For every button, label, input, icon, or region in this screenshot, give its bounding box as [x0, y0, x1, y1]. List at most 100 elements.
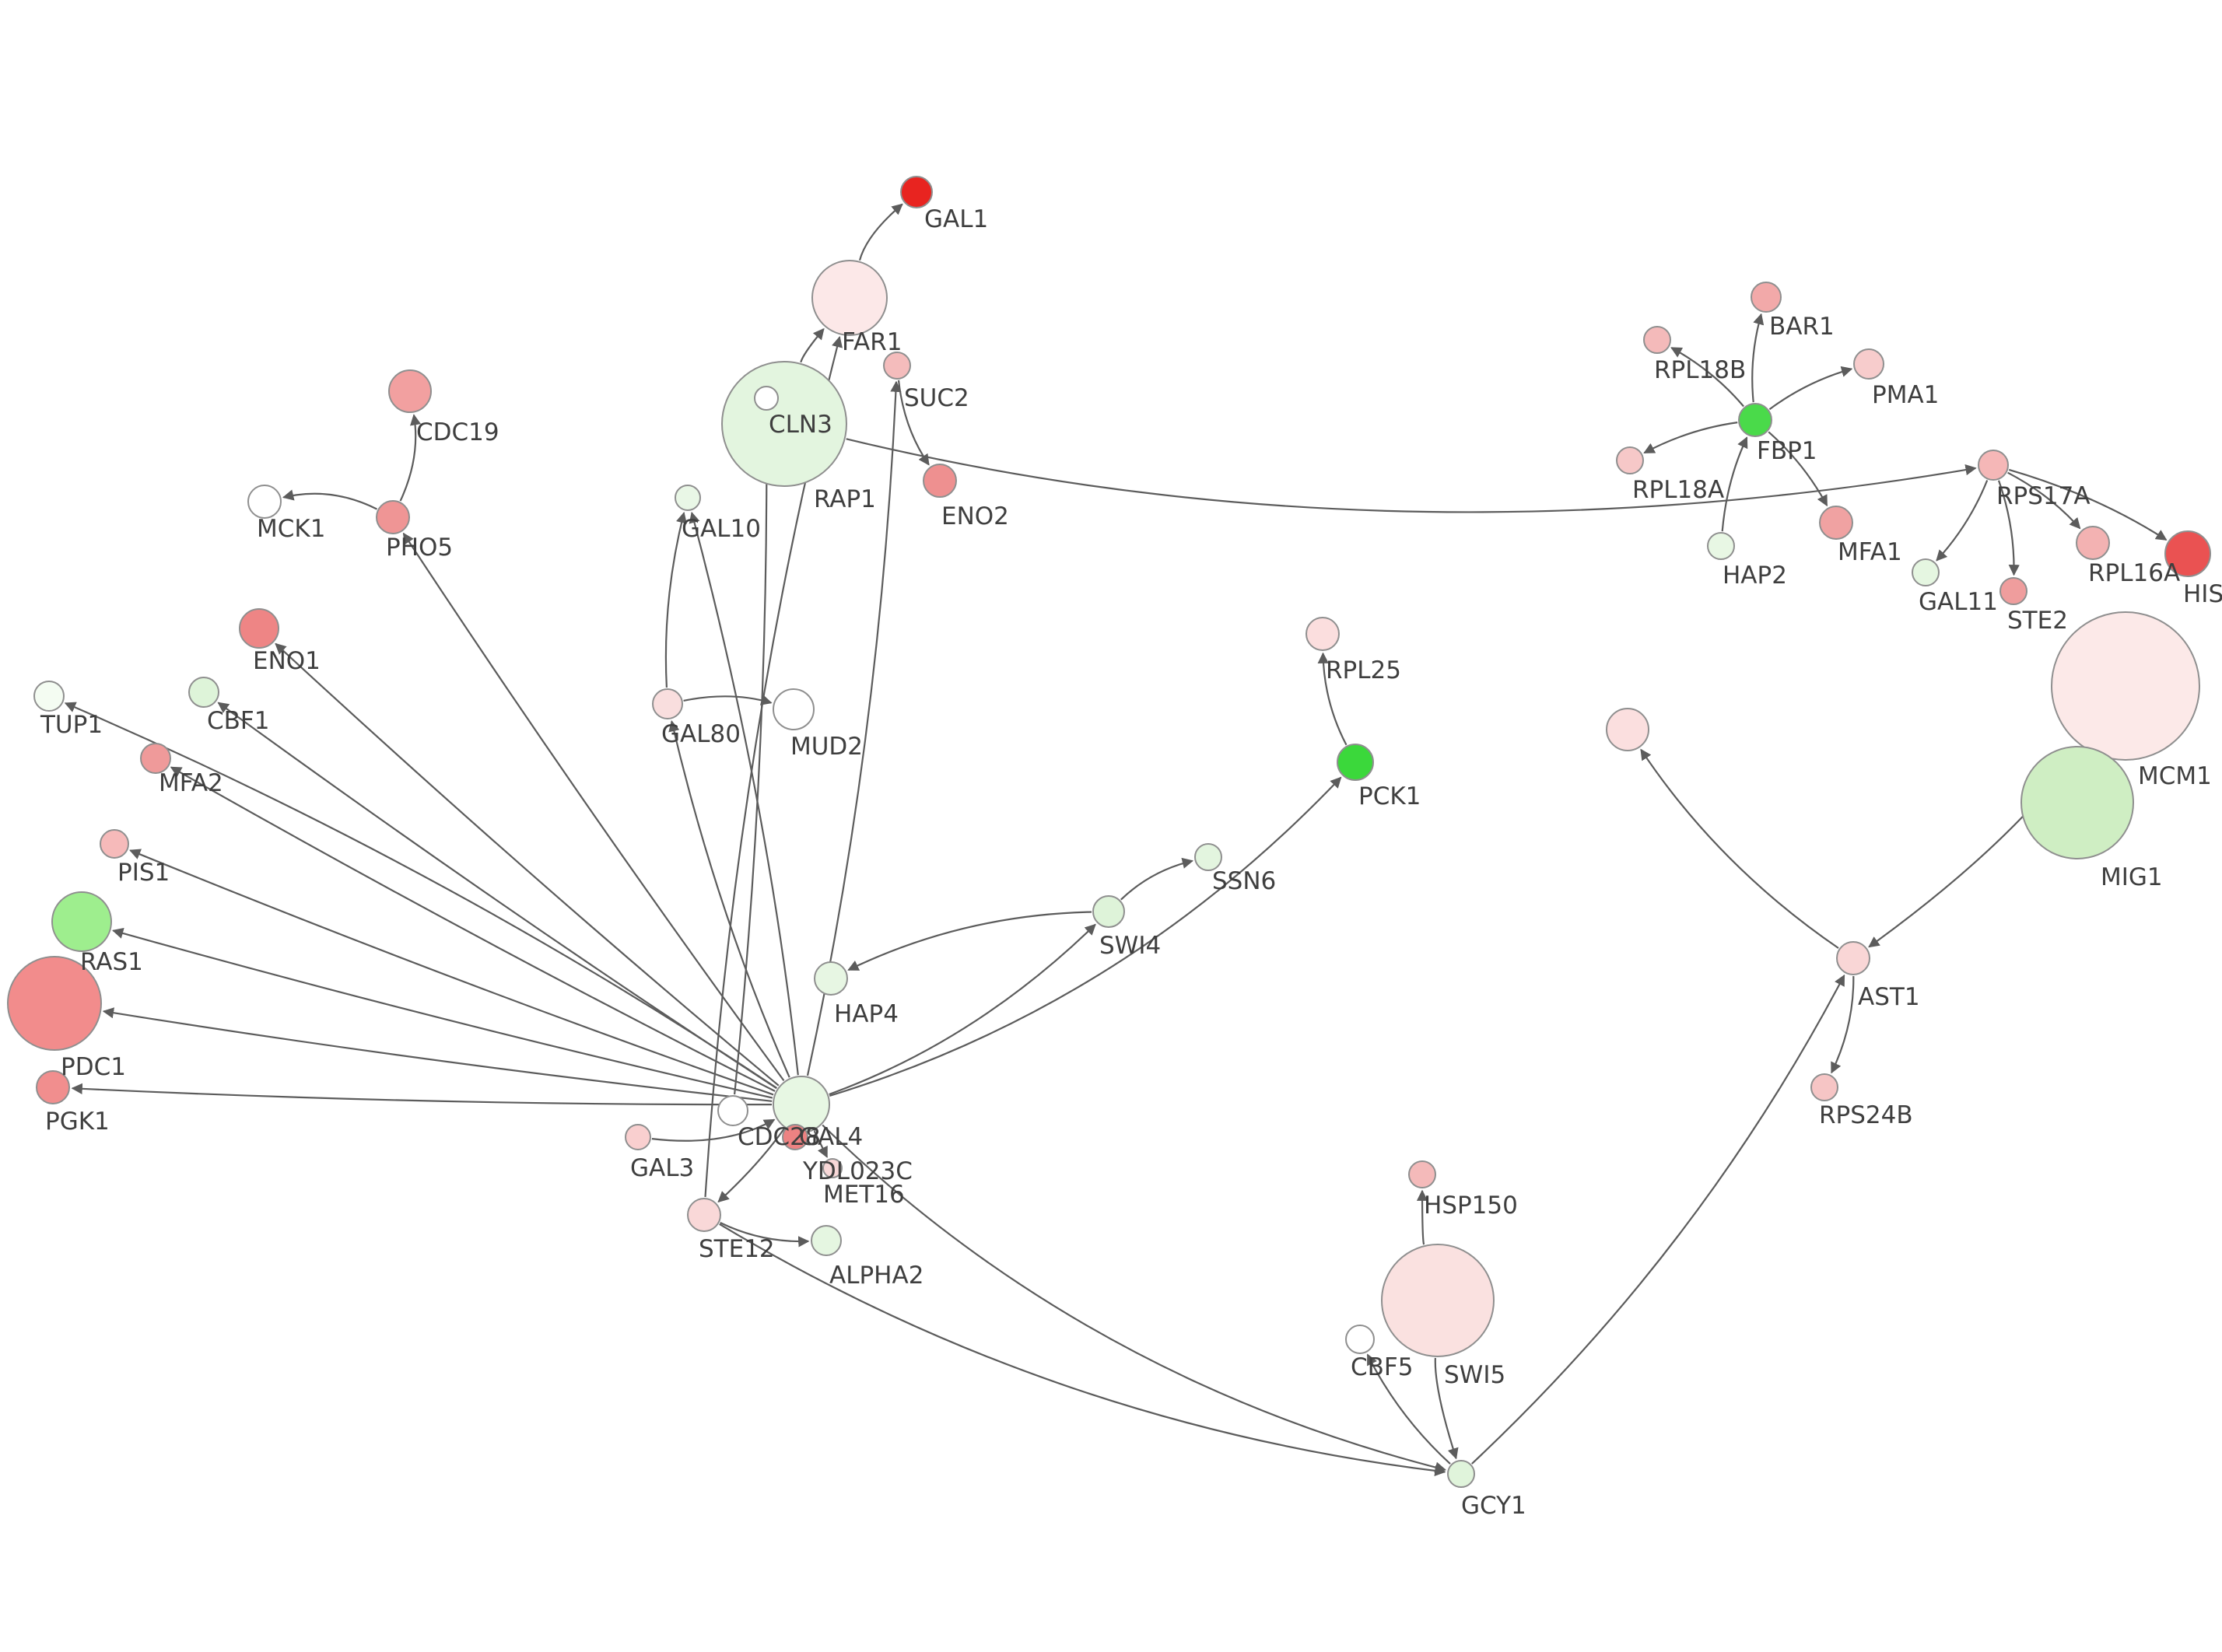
node-gal1[interactable]	[900, 176, 933, 208]
node-mck1[interactable]	[247, 485, 282, 519]
node-pho5[interactable]	[376, 500, 410, 534]
node-gal11[interactable]	[1912, 558, 1940, 586]
edge-gal4-pgk1	[71, 1083, 773, 1106]
node-suc2[interactable]	[883, 352, 911, 380]
node-eno2[interactable]	[923, 464, 957, 498]
label-pho5: PHO5	[386, 534, 453, 562]
label-rpl18b: RPL18B	[1654, 356, 1746, 384]
edge-gal4-swi4	[829, 923, 1096, 1096]
label-gal3: GAL3	[630, 1154, 694, 1182]
node-ste2[interactable]	[1999, 577, 2027, 605]
node-ras1[interactable]	[51, 891, 112, 952]
node-cbf5[interactable]	[1345, 1325, 1375, 1354]
edge-rps17a-gal11	[1936, 480, 1989, 562]
edge-swi5-gcy1	[1434, 1357, 1459, 1460]
node-tup1[interactable]	[33, 681, 65, 712]
node-cdc28[interactable]	[717, 1095, 748, 1126]
node-ydl023c[interactable]	[782, 1124, 808, 1150]
label-hap4: HAP4	[834, 1000, 899, 1028]
label-alpha2: ALPHA2	[829, 1262, 923, 1290]
node-mcm1[interactable]	[2051, 611, 2200, 761]
node-ste12[interactable]	[687, 1198, 721, 1232]
edge-gcy1-cbf5	[1366, 1353, 1451, 1465]
label-eno2: ENO2	[941, 502, 1009, 530]
node-cdc19[interactable]	[388, 369, 432, 413]
node-swi4[interactable]	[1092, 895, 1125, 928]
label-mck1: MCK1	[257, 515, 325, 543]
node-rps17a[interactable]	[1978, 450, 2009, 481]
node-pdc1[interactable]	[7, 956, 102, 1051]
label-pck1: PCK1	[1358, 782, 1421, 810]
node-rap1[interactable]	[721, 361, 847, 487]
edge-fbp1-bar1	[1751, 313, 1765, 403]
edge-ste12-gcy1	[719, 1223, 1446, 1477]
label-hsp150: HSP150	[1424, 1192, 1518, 1220]
label-gal1: GAL1	[924, 205, 988, 233]
node-alpha2[interactable]	[811, 1225, 842, 1256]
node-cbf1[interactable]	[188, 677, 219, 708]
node-gal3[interactable]	[625, 1124, 651, 1150]
node-met16[interactable]	[822, 1158, 843, 1178]
node-mfa1[interactable]	[1819, 506, 1853, 540]
label-bar1: BAR1	[1769, 313, 1835, 341]
label-fbp1: FBP1	[1757, 437, 1817, 465]
node-cln3[interactable]	[754, 386, 779, 411]
node-hap4[interactable]	[814, 961, 848, 996]
node-eno1[interactable]	[239, 608, 279, 649]
node-fbp1[interactable]	[1738, 403, 1772, 437]
edge-gal4-gcy1	[822, 1124, 1446, 1473]
edge-rps17a-ste2	[1997, 480, 2020, 576]
edge-far1-gal1	[858, 203, 903, 261]
label-pis1: PIS1	[117, 859, 170, 887]
label-ydl023c: YDL023C	[802, 1157, 913, 1185]
edge-gal4-pho5	[402, 532, 785, 1082]
node-mfa2[interactable]	[140, 743, 171, 774]
label-gcy1: GCY1	[1461, 1492, 1526, 1520]
label-ras1: RAS1	[80, 948, 143, 976]
label-gal4: GAL4	[799, 1123, 863, 1151]
node-pgk1[interactable]	[36, 1070, 70, 1104]
node-rpl16a[interactable]	[2076, 526, 2110, 560]
node-gal10[interactable]	[675, 485, 701, 511]
node-mud2[interactable]	[773, 688, 815, 730]
node-pck1[interactable]	[1337, 744, 1374, 781]
edge-gal4-pdc1	[102, 1007, 773, 1102]
node-hsp150[interactable]	[1408, 1160, 1436, 1188]
node-swi5[interactable]	[1381, 1244, 1495, 1357]
node-mig1[interactable]	[2020, 746, 2134, 859]
label-swi4: SWI4	[1099, 932, 1161, 960]
label-ste2: STE2	[2007, 607, 2068, 635]
node-gcy1[interactable]	[1447, 1460, 1475, 1488]
node-rps24b[interactable]	[1810, 1073, 1838, 1101]
label-gal80: GAL80	[661, 720, 741, 748]
edge-ste12-alpha2	[720, 1222, 810, 1248]
node-pis1[interactable]	[100, 829, 129, 859]
edge-gal4-met16	[813, 1130, 828, 1158]
node-pma1[interactable]	[1853, 348, 1884, 380]
node-bar1[interactable]	[1751, 282, 1782, 313]
node-hap2[interactable]	[1707, 532, 1735, 560]
node-rpl25[interactable]	[1306, 617, 1340, 651]
node-gal80[interactable]	[652, 688, 683, 719]
label-cdc28: CDC28	[738, 1123, 821, 1151]
edge-swi4-ssn6	[1120, 857, 1193, 901]
node-ssn6[interactable]	[1194, 843, 1222, 871]
nodes-layer	[7, 176, 2211, 1488]
label-rap1: RAP1	[814, 485, 876, 513]
edge-rap1-far1	[800, 327, 825, 363]
node-his4[interactable]	[2164, 530, 2211, 577]
label-mig1: MIG1	[2101, 863, 2163, 891]
node-rpl18b[interactable]	[1643, 326, 1671, 354]
label-mcm1: MCM1	[2138, 762, 2212, 790]
edge-pho5-mck1	[282, 489, 377, 510]
label-gal10: GAL10	[682, 515, 761, 543]
node-ast1[interactable]	[1836, 941, 1870, 975]
label-ast1: AST1	[1858, 983, 1920, 1011]
label-rps24b: RPS24B	[1819, 1101, 1913, 1129]
node-far1[interactable]	[811, 260, 888, 336]
node-node_x[interactable]	[1606, 708, 1649, 751]
node-rpl18a[interactable]	[1616, 446, 1644, 474]
edge-fbp1-pma1	[1768, 366, 1853, 411]
label-suc2: SUC2	[904, 384, 969, 412]
